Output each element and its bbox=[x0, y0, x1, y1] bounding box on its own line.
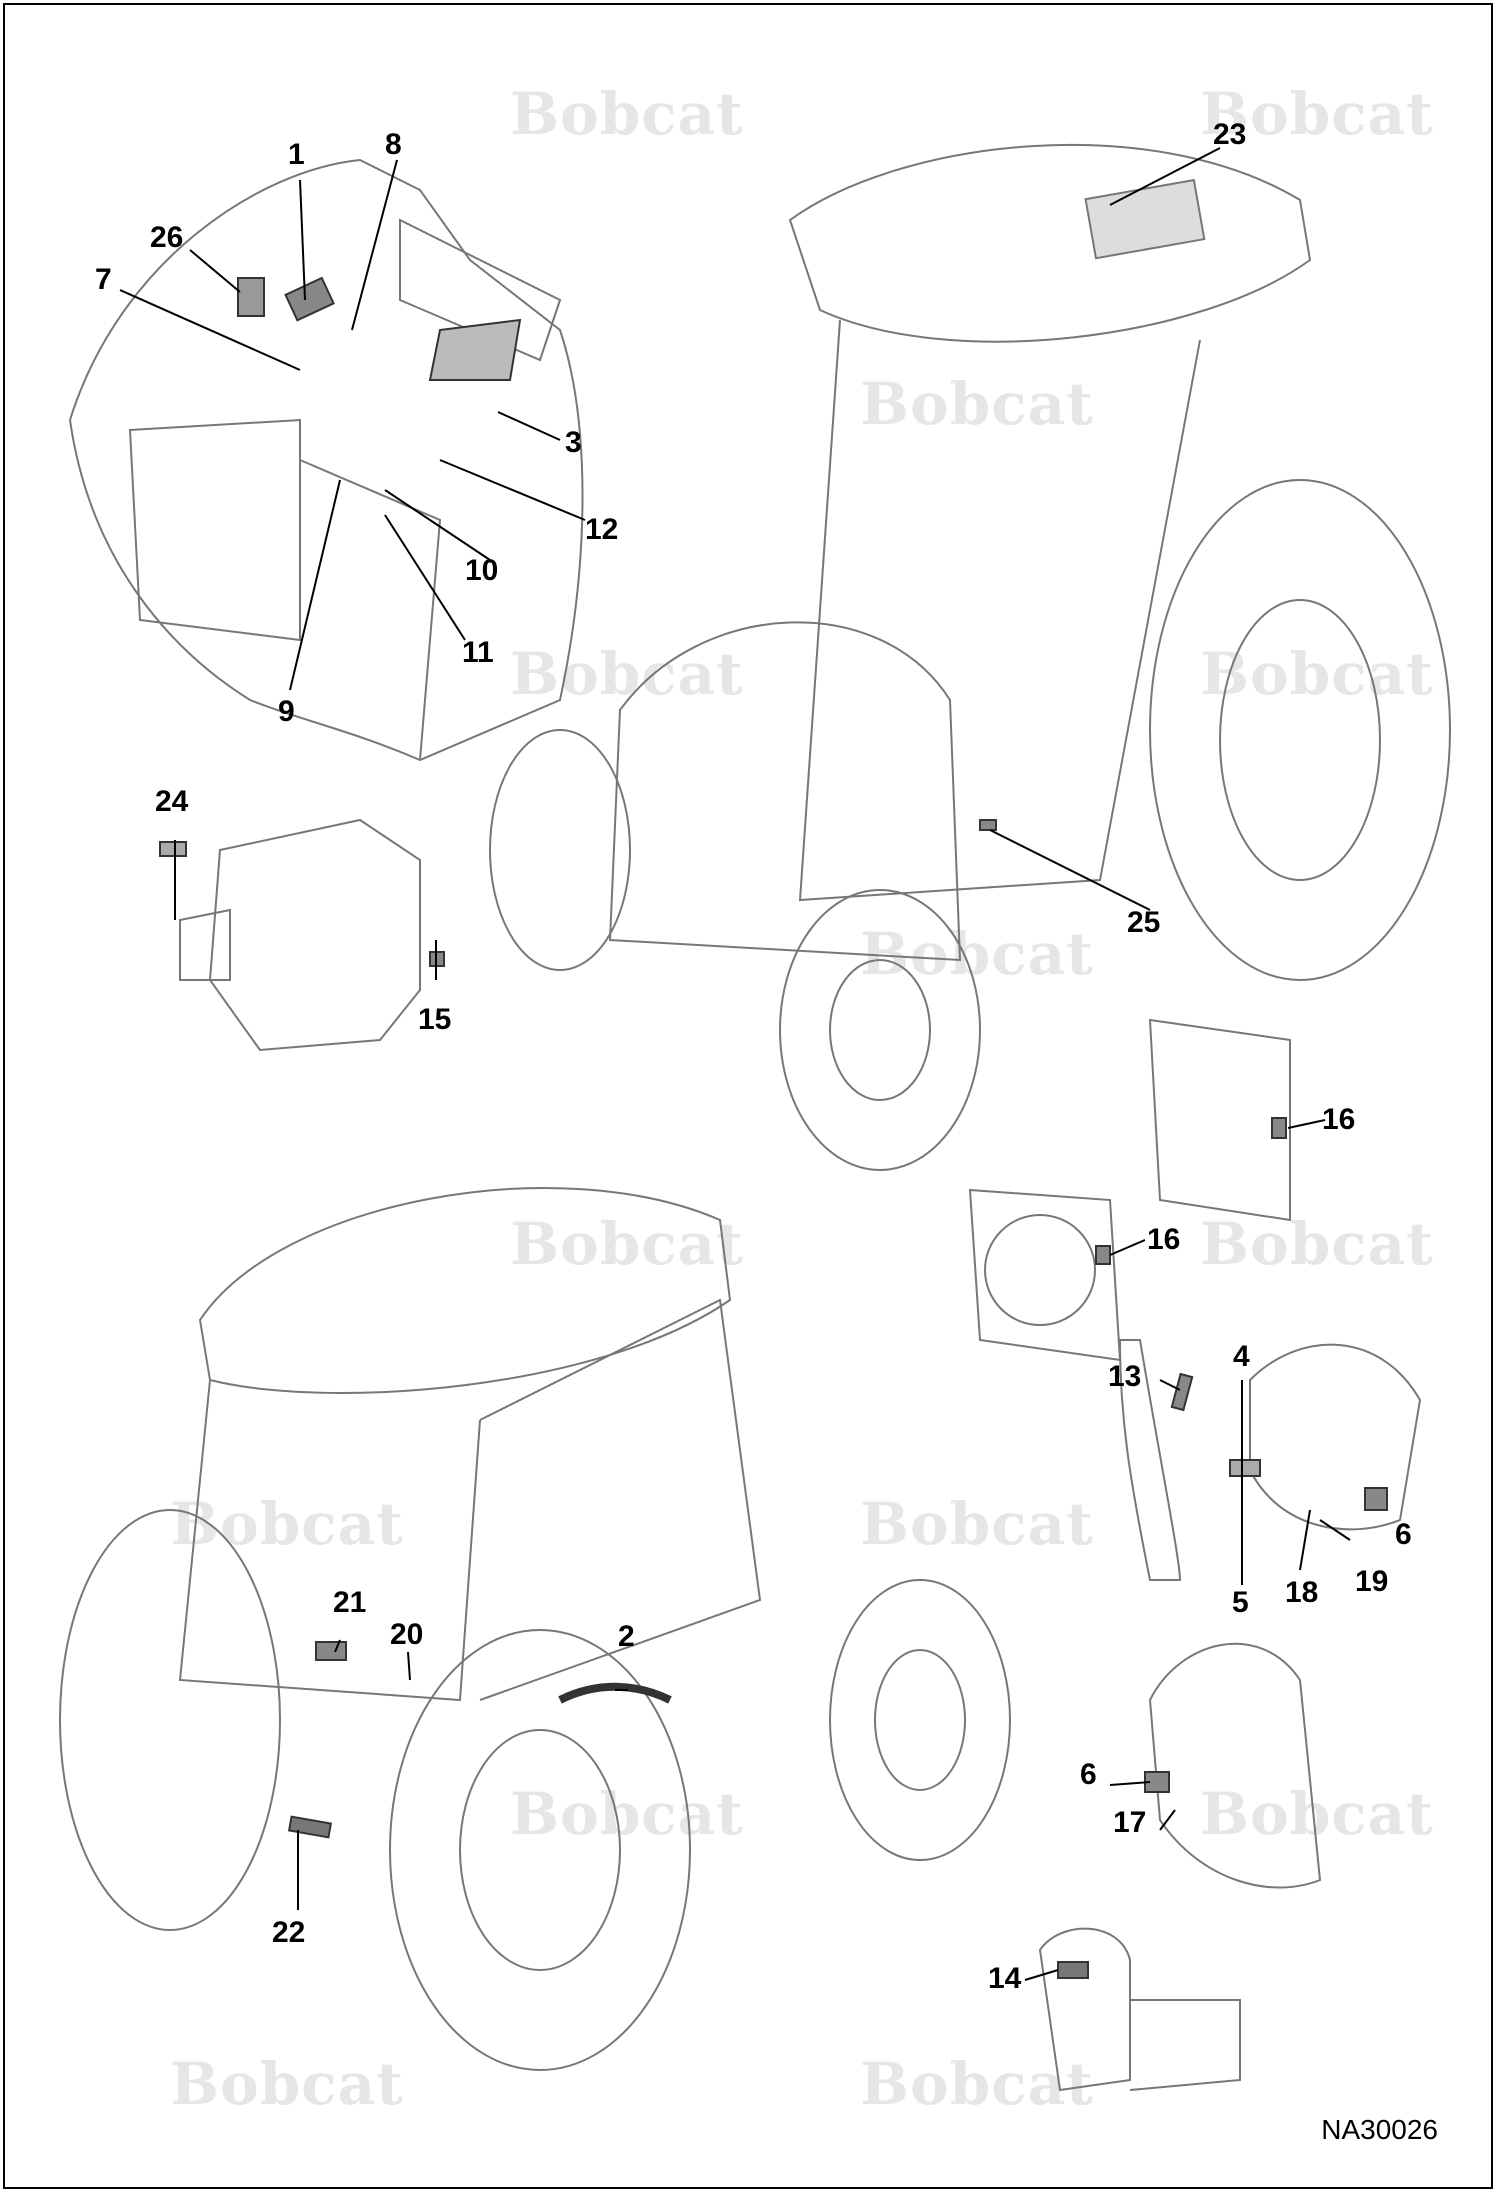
tractor-front-view-drawing bbox=[489, 143, 1451, 1171]
callout-label: 1 bbox=[288, 138, 305, 171]
instrument-panel-drawing bbox=[1144, 1642, 1322, 1889]
seat-drawing bbox=[1038, 1927, 1241, 2092]
callout-label: 16 bbox=[1147, 1223, 1181, 1256]
callout-label: 4 bbox=[1233, 1340, 1250, 1373]
callout-label: 21 bbox=[333, 1586, 367, 1619]
callout-label: 7 bbox=[95, 263, 112, 296]
watermark-text: Bobcat bbox=[1200, 1210, 1434, 1278]
callout-label: 12 bbox=[585, 513, 619, 546]
callout-label: 22 bbox=[272, 1916, 306, 1949]
diagram-frame bbox=[3, 3, 1493, 2189]
callout-label: 20 bbox=[390, 1618, 424, 1651]
callout-label: 18 bbox=[1285, 1576, 1319, 1609]
callout-label: 25 bbox=[1127, 906, 1161, 939]
callout-label: 14 bbox=[988, 1962, 1022, 1995]
callout-label: 16 bbox=[1322, 1103, 1356, 1136]
callout-label: 6 bbox=[1395, 1518, 1412, 1551]
watermark-text: Bobcat bbox=[860, 2050, 1094, 2118]
watermark-text: Bobcat bbox=[510, 640, 744, 708]
callout-label: 26 bbox=[150, 221, 184, 254]
callout-label: 2 bbox=[618, 1620, 635, 1653]
callout-label: 17 bbox=[1113, 1806, 1147, 1839]
callout-label: 10 bbox=[465, 554, 499, 587]
dashboard-detail-drawing bbox=[1118, 1339, 1422, 1581]
watermark-text: Bobcat bbox=[510, 1780, 744, 1848]
watermark-text: Bobcat bbox=[860, 920, 1094, 988]
callout-label: 8 bbox=[385, 128, 402, 161]
fender-interior-drawing bbox=[68, 158, 584, 762]
watermark-text: Bobcat bbox=[170, 2050, 404, 2118]
callout-label: 13 bbox=[1108, 1360, 1142, 1393]
callout-label: 5 bbox=[1232, 1586, 1249, 1619]
watermark-text: Bobcat bbox=[510, 80, 744, 148]
watermark-text: Bobcat bbox=[510, 1210, 744, 1278]
callout-label: 23 bbox=[1213, 118, 1247, 151]
radiator-drawings bbox=[968, 1018, 1291, 1362]
engine-drawing bbox=[159, 818, 445, 1052]
callout-label: 24 bbox=[155, 785, 189, 818]
tractor-rear-view-drawing bbox=[59, 1187, 1011, 2071]
callout-label: 6 bbox=[1080, 1758, 1097, 1791]
watermark-text: Bobcat bbox=[1200, 80, 1434, 148]
watermark-text: Bobcat bbox=[860, 1490, 1094, 1558]
drawing-code: NA30026 bbox=[1321, 2114, 1438, 2145]
callout-label: 9 bbox=[278, 695, 295, 728]
callout-label: 19 bbox=[1355, 1565, 1389, 1598]
callout-label: 15 bbox=[418, 1003, 452, 1036]
callout-label: 11 bbox=[462, 636, 494, 669]
callout-label: 3 bbox=[565, 426, 582, 459]
watermark-text: Bobcat bbox=[860, 370, 1094, 438]
leader-lines bbox=[119, 147, 1351, 1981]
